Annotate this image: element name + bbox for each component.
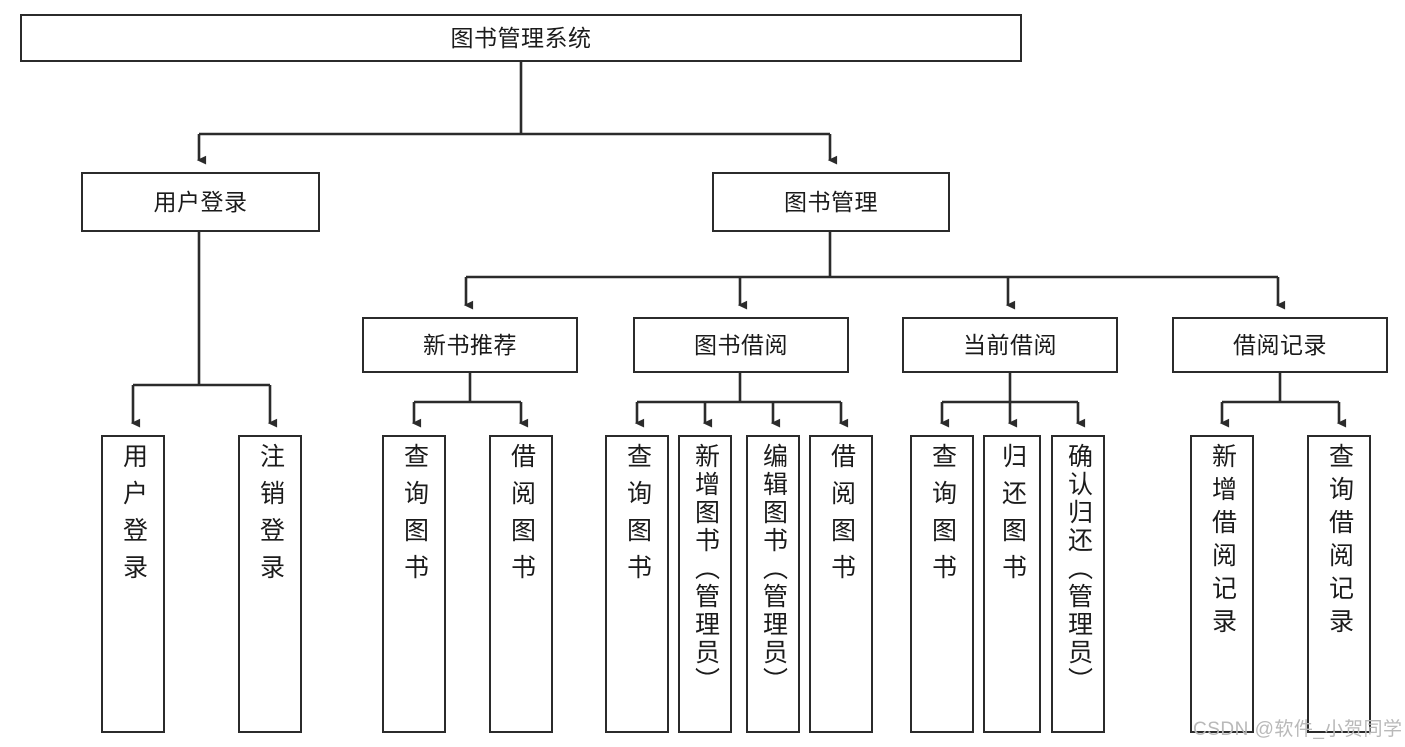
node-book-management[interactable]: 图书管理 (712, 172, 950, 232)
node-label: 图书管理系统 (450, 24, 592, 51)
node-label: 图书借阅 (694, 331, 788, 358)
node-book-borrow[interactable]: 图书借阅 (633, 317, 849, 373)
node-leaf-user-logout[interactable]: 注销登录 (238, 435, 302, 733)
node-label: 新增借阅记录 (1208, 443, 1237, 641)
node-label: 查询图书 (623, 443, 652, 591)
node-label: 借阅记录 (1233, 331, 1327, 358)
node-leaf-return-book[interactable]: 归还图书 (983, 435, 1041, 733)
node-leaf-add-book[interactable]: 新增图书（管理员） (678, 435, 732, 733)
node-user-login[interactable]: 用户登录 (81, 172, 320, 232)
node-label: 注销登录 (256, 443, 285, 591)
node-leaf-query-record[interactable]: 查询借阅记录 (1307, 435, 1371, 733)
node-label: 确认归还（管理员） (1064, 443, 1093, 695)
node-label: 当前借阅 (963, 331, 1057, 358)
node-leaf-confirm-return[interactable]: 确认归还（管理员） (1051, 435, 1105, 733)
node-label: 用户登录 (153, 188, 248, 215)
node-leaf-query-book-2[interactable]: 查询图书 (605, 435, 669, 733)
node-label: 查询借阅记录 (1325, 443, 1354, 641)
node-label: 归还图书 (998, 443, 1027, 591)
node-current-borrow[interactable]: 当前借阅 (902, 317, 1118, 373)
node-label: 新书推荐 (423, 331, 517, 358)
node-leaf-borrow-book-2[interactable]: 借阅图书 (809, 435, 873, 733)
node-label: 查询图书 (928, 443, 957, 591)
node-new-book-recommend[interactable]: 新书推荐 (362, 317, 578, 373)
node-borrow-record[interactable]: 借阅记录 (1172, 317, 1388, 373)
node-leaf-add-record[interactable]: 新增借阅记录 (1190, 435, 1254, 733)
node-leaf-query-book-1[interactable]: 查询图书 (382, 435, 446, 733)
node-root-system[interactable]: 图书管理系统 (20, 14, 1022, 62)
node-label: 借阅图书 (507, 443, 536, 591)
node-label: 用户登录 (119, 443, 148, 591)
node-leaf-query-book-3[interactable]: 查询图书 (910, 435, 974, 733)
node-leaf-edit-book[interactable]: 编辑图书（管理员） (746, 435, 800, 733)
node-label: 图书管理 (784, 188, 878, 215)
node-label: 查询图书 (400, 443, 429, 591)
csdn-watermark: CSDN @软件_小贺同学 (1193, 719, 1403, 740)
node-label: 借阅图书 (827, 443, 856, 591)
node-label: 编辑图书（管理员） (759, 443, 788, 695)
node-leaf-borrow-book-1[interactable]: 借阅图书 (489, 435, 553, 733)
node-leaf-user-login[interactable]: 用户登录 (101, 435, 165, 733)
node-label: 新增图书（管理员） (691, 443, 720, 695)
